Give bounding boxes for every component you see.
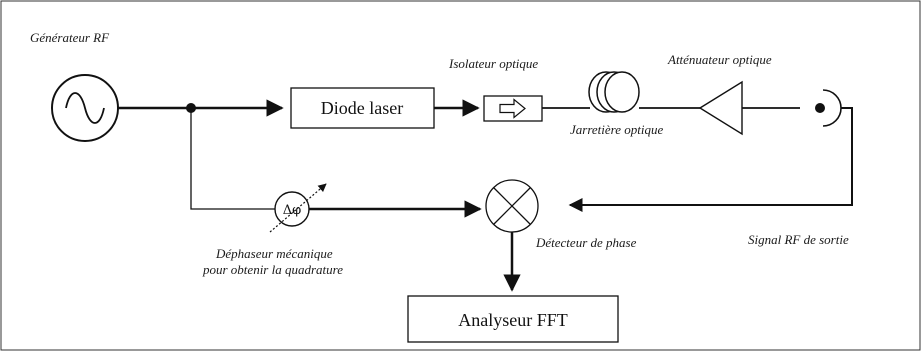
optical-attenuator-icon (698, 80, 743, 136)
photodiode-icon (815, 103, 825, 113)
generator-to-phase-shifter-wire (190, 108, 275, 210)
phase-detector-label: Détecteur de phase (535, 235, 637, 250)
output-signal-label: Signal RF de sortie (748, 232, 849, 247)
rf-output-wire (568, 107, 853, 212)
fiber-spool-icon (588, 71, 640, 113)
patch-cord-label: Jarretière optique (570, 122, 663, 137)
fft-analyzer-label: Analyseur FFT (458, 310, 568, 330)
adjustable-arrow-icon (269, 183, 327, 233)
laser-diode-label: Diode laser (321, 98, 403, 118)
isolator-arrow-icon (499, 98, 526, 119)
phase-shift-symbol: Δφ (283, 203, 302, 218)
phase-shifter-label-line1: Déphaseur mécanique (215, 246, 333, 261)
isolator-label: Isolateur optique (448, 56, 538, 71)
generator-label: Générateur RF (30, 30, 110, 45)
phase-shifter-label-line2: pour obtenir la quadrature (202, 262, 343, 277)
mixer-cross-b (493, 187, 531, 225)
sine-wave-icon (65, 92, 105, 124)
photodiode-bracket-icon (822, 89, 842, 127)
fft-analyzer-box (407, 295, 619, 343)
attenuator-label: Atténuateur optique (667, 52, 772, 67)
laser-diode-box (290, 87, 435, 129)
